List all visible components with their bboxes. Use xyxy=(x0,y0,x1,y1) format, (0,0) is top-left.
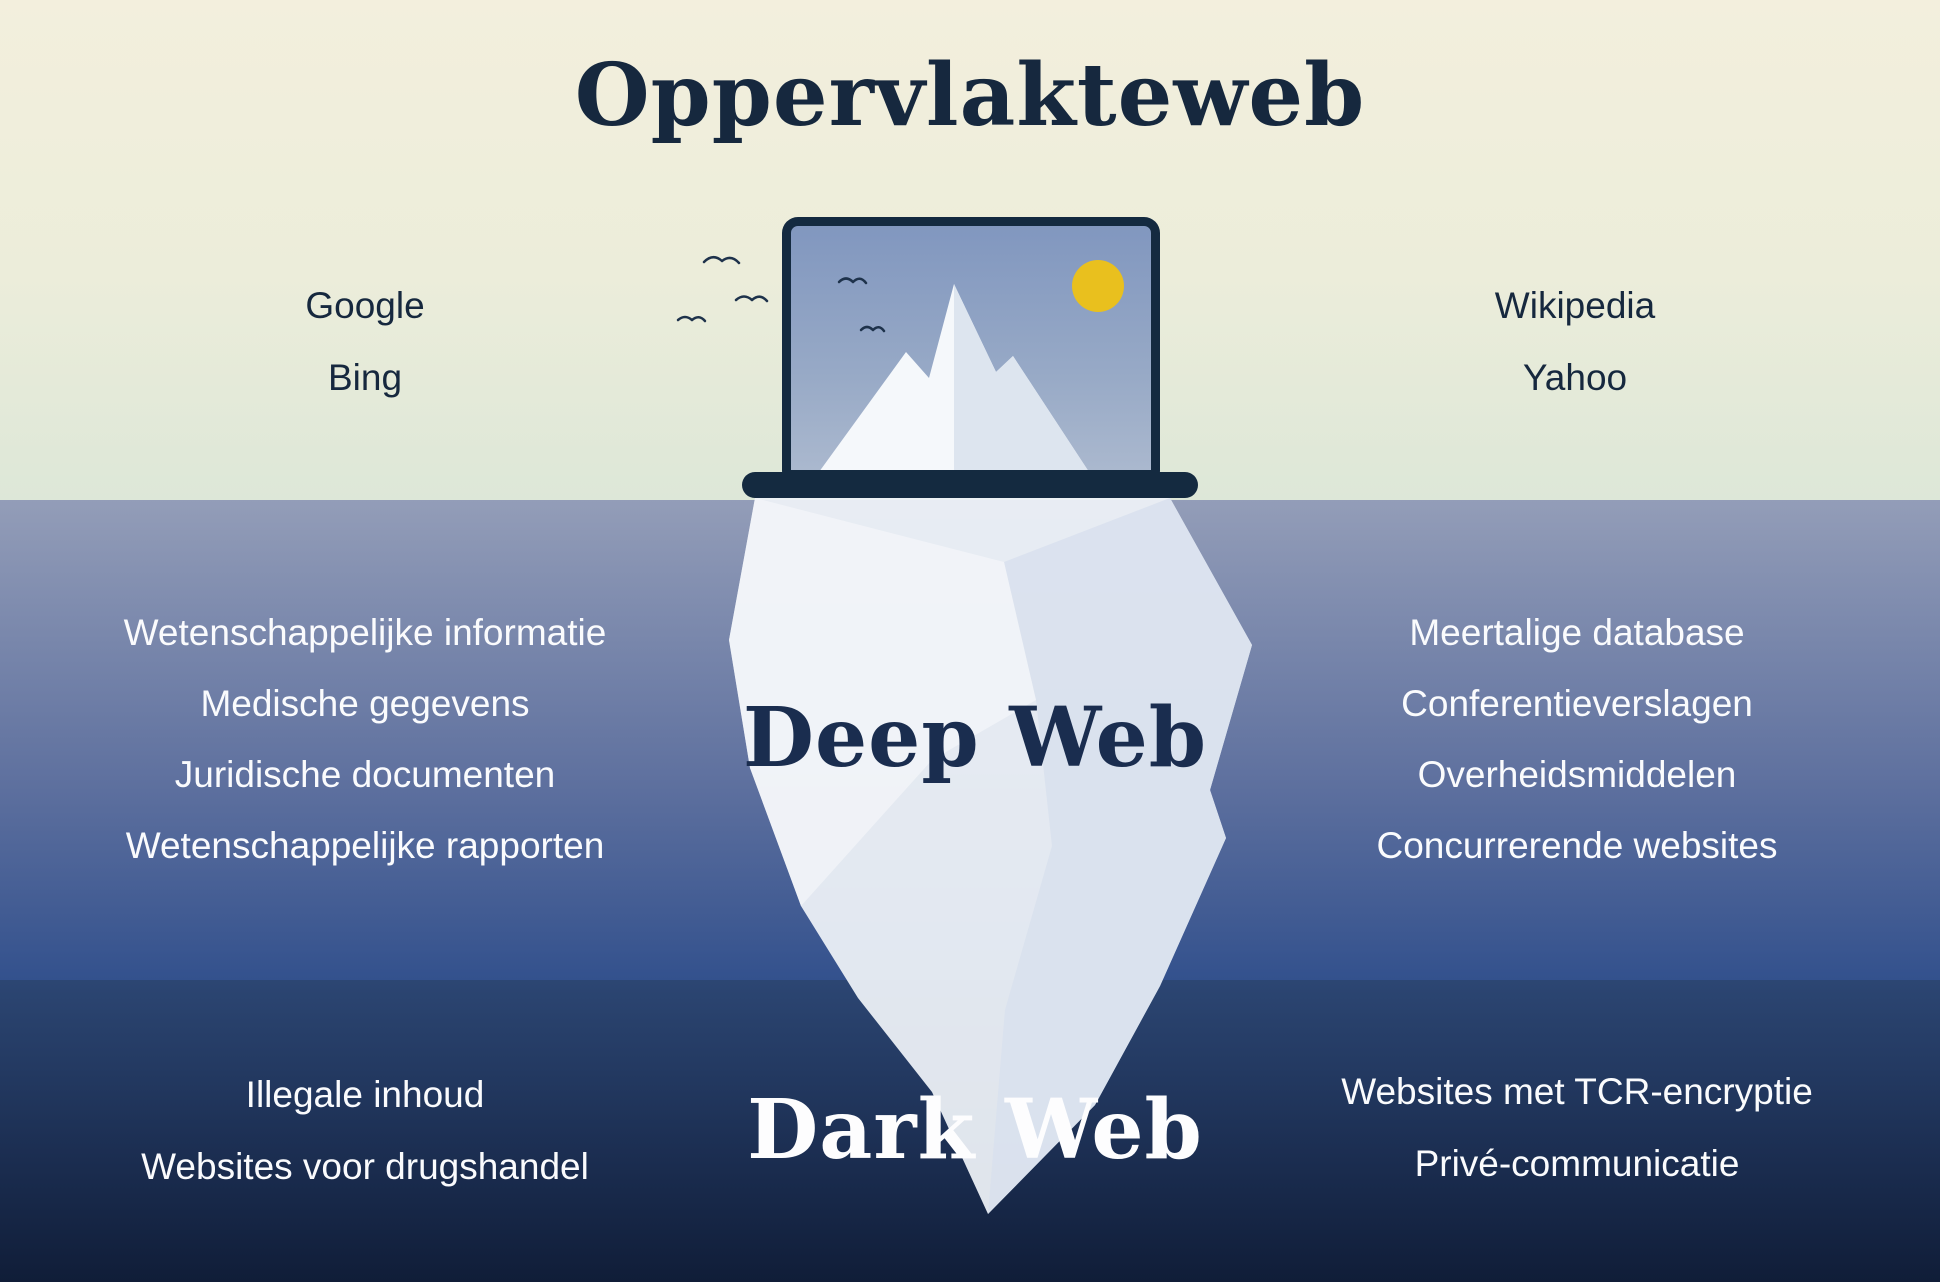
list-item: Meertalige database xyxy=(1409,612,1745,653)
list-item: Conferentieverslagen xyxy=(1401,683,1753,724)
list-item: Illegale inhoud xyxy=(245,1074,485,1115)
list-item: Wetenschappelijke informatie xyxy=(123,612,607,653)
laptop-base xyxy=(742,472,1198,498)
list-item: Overheidsmiddelen xyxy=(1417,754,1737,795)
list-item: Concurrerende websites xyxy=(1376,825,1778,866)
list-item: Yahoo xyxy=(1522,357,1628,398)
dark-right-list: Websites met TCR-encryptie Privé-communi… xyxy=(1212,1056,1940,1200)
list-item: Websites met TCR-encryptie xyxy=(1341,1071,1813,1112)
iceberg-peak-shading xyxy=(954,284,1088,470)
bird-icon xyxy=(837,277,868,285)
list-item: Wikipedia xyxy=(1494,285,1656,326)
dark-web-title: Dark Web xyxy=(747,1082,1203,1178)
list-item: Bing xyxy=(327,357,403,398)
list-item: Wetenschappelijke rapporten xyxy=(125,825,605,866)
surface-web-title: Oppervlakteweb xyxy=(574,45,1366,146)
surface-right-list: Wikipedia Yahoo xyxy=(1210,270,1940,414)
deep-left-list: Wetenschappelijke informatie Medische ge… xyxy=(0,597,730,881)
list-item: Websites voor drugshandel xyxy=(141,1146,589,1187)
list-item: Google xyxy=(305,285,425,326)
list-item: Medische gegevens xyxy=(200,683,530,724)
bird-icon xyxy=(676,256,769,323)
deep-web-title: Deep Web xyxy=(742,690,1208,786)
deep-right-list: Meertalige database Conferentieverslagen… xyxy=(1212,597,1940,881)
bird-icon xyxy=(859,325,886,333)
laptop-screen xyxy=(782,217,1160,479)
list-item: Juridische documenten xyxy=(174,754,556,795)
surface-left-list: Google Bing xyxy=(0,270,730,414)
sun-icon xyxy=(1072,260,1124,312)
list-item: Privé-communicatie xyxy=(1414,1143,1740,1184)
dark-left-list: Illegale inhoud Websites voor drugshande… xyxy=(0,1059,730,1203)
